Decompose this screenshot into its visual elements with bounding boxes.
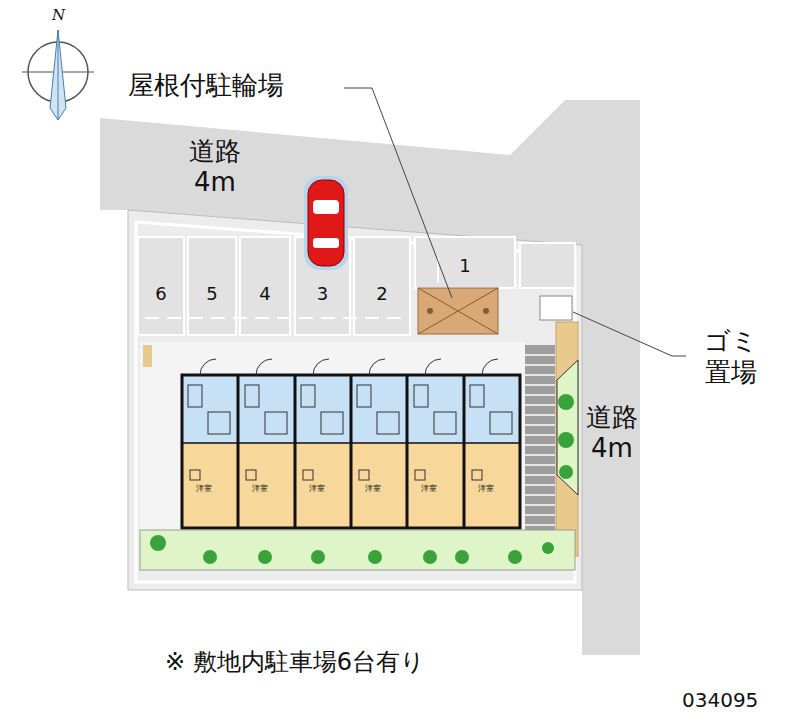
map-label: N [52,6,65,24]
stall-number: 2 [376,285,387,335]
area-label: 道路 4m [576,402,648,464]
stall-number: 6 [155,285,166,335]
parking-stall: 2 [354,237,410,335]
caption: ※ 敷地内駐車場6台有り [165,648,425,677]
map-label: 屋根付駐輪場 [128,70,284,101]
room-label: 洋室 [196,484,212,494]
parking-stall: 1 [415,237,515,288]
parking-stall: 4 [240,237,290,335]
area-label: ゴミ 置場 [688,326,774,388]
room-label: 洋室 [365,484,381,494]
parking-stall: 3 [295,237,350,335]
stall-number: 1 [459,257,470,288]
parking-stall: 5 [188,237,236,335]
stall-number: 4 [259,285,270,335]
parking-stall: 6 [138,237,184,335]
stall-number: 5 [206,285,217,335]
room-label: 洋室 [252,484,268,494]
area-label: 道路 4m [170,136,260,198]
stall-number: 3 [317,285,328,335]
room-label: 洋室 [421,484,437,494]
map-label: 034095 [682,688,758,712]
room-label: 洋室 [309,484,325,494]
room-label: 洋室 [478,484,494,494]
